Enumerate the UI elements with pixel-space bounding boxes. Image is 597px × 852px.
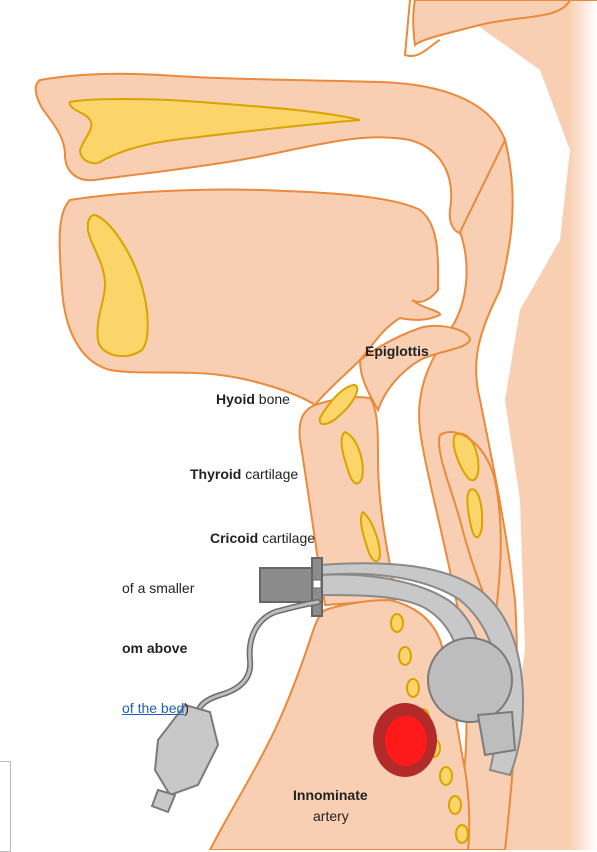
trach-tip (478, 712, 515, 755)
background-text-2: om above (122, 640, 187, 657)
trach-cuff (428, 638, 512, 722)
label-cricoid: Cricoid cartilage (210, 530, 315, 547)
background-text-3: of the bed) (122, 700, 189, 717)
label-thyroid: Thyroid cartilage (190, 466, 298, 483)
background-box-fragment (0, 761, 11, 852)
innominate-artery-lumen (385, 716, 427, 766)
trach-flange-notch (313, 580, 321, 588)
pilot-valve (152, 790, 175, 812)
pilot-balloon (155, 705, 218, 795)
background-text-1: of a smaller (122, 580, 194, 597)
label-innominate-rest: artery (313, 808, 349, 825)
trach-flange-left (260, 568, 315, 602)
label-epiglottis: Epiglottis (365, 343, 429, 360)
label-innominate: Innominate (293, 787, 368, 804)
label-hyoid: Hyoid bone (216, 391, 290, 408)
bed-link[interactable]: of the bed (122, 700, 184, 716)
